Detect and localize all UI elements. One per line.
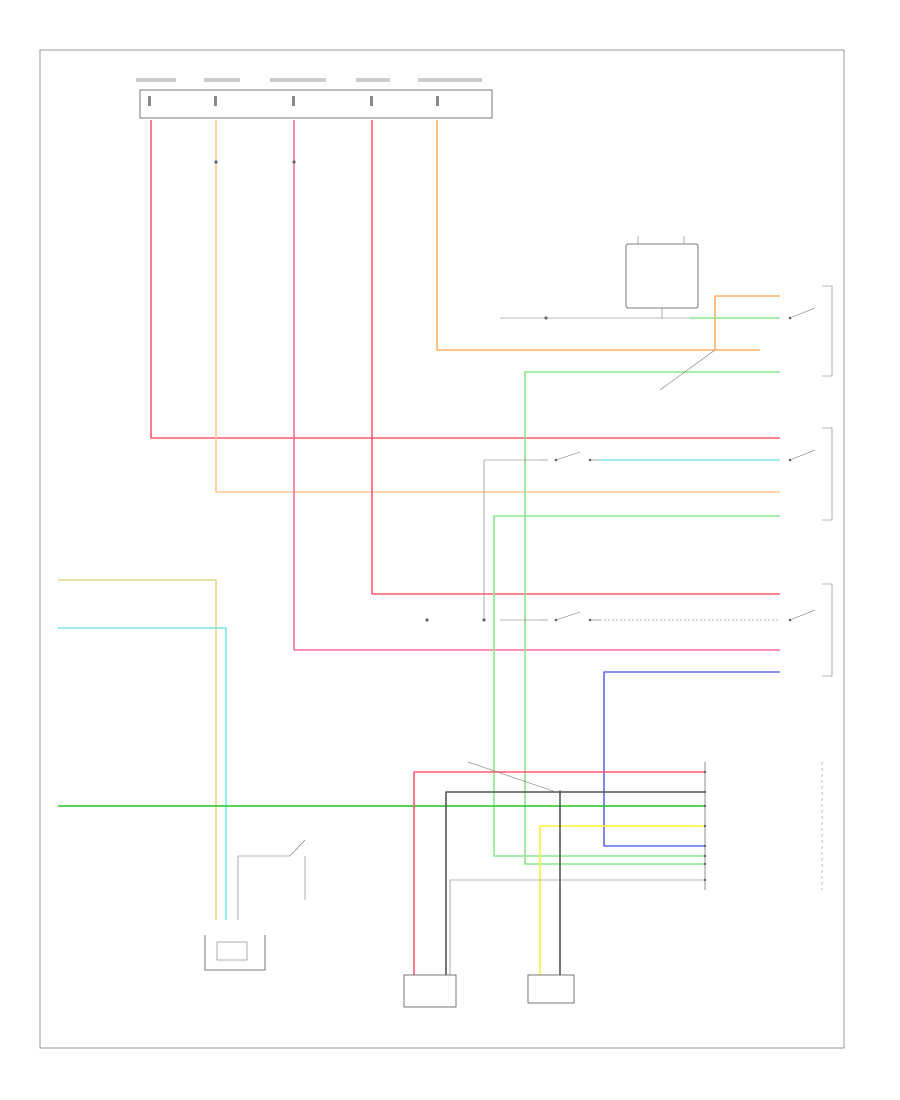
wire-black-sensor (445, 791, 705, 975)
splice-points (214, 160, 562, 794)
leader-line-pcm (467, 761, 557, 793)
fuse-3 (292, 96, 295, 106)
fuse-1 (148, 96, 151, 106)
pcm-pin-8 (703, 878, 707, 882)
sensor-right (527, 974, 575, 1004)
relay-switch-1 (788, 285, 833, 377)
fuse-2 (214, 96, 217, 106)
pcm-pins (703, 770, 707, 882)
wire-switch-left (237, 839, 306, 920)
wire-light-orange (215, 120, 780, 493)
compressor-clutch-box (625, 243, 699, 309)
fuse-5 (436, 96, 439, 106)
sensor-middle-outline (403, 974, 457, 1008)
switch-upper-contact-a (554, 458, 558, 462)
wires (58, 120, 780, 975)
fuse-header-3 (270, 78, 326, 82)
fuse-block (136, 78, 493, 119)
wire-green-relay2-pcm (493, 515, 780, 857)
sensor-middle (403, 974, 457, 1008)
relay-switch-2-blade (789, 449, 816, 461)
relay-switch-3-bracket (822, 583, 833, 677)
relay-switch-3-pivot (788, 618, 792, 622)
pcm-pin-2 (703, 790, 707, 794)
wire-red-main (150, 120, 780, 439)
splice-2 (292, 160, 296, 164)
wire-red-sensor (413, 771, 705, 975)
splice-1 (214, 160, 218, 164)
wire-orange-relay1-upper (714, 295, 780, 350)
wire-gray-sensor (449, 879, 705, 975)
fuse-header-1 (136, 78, 176, 82)
fuse-headers (136, 78, 482, 82)
relay-switch-2 (788, 427, 833, 521)
relay-switch-3-blade (789, 609, 816, 621)
pcm-pin-3 (703, 804, 707, 808)
wire-orange-relay1 (436, 120, 760, 351)
sensor-left-element (216, 941, 248, 961)
fuse-header-2 (204, 78, 240, 82)
sensor-right-outline (527, 974, 575, 1004)
compressor-clutch (625, 236, 699, 318)
splice-6 (558, 790, 562, 794)
fuse-4 (370, 96, 373, 106)
diagram-frame (39, 49, 845, 1049)
leader-line-relay1 (659, 349, 716, 391)
inline-switches (500, 317, 690, 622)
wire-pink (293, 120, 780, 651)
splice-4 (482, 618, 486, 622)
pcm-pin-5 (703, 844, 707, 848)
wire-blue (603, 671, 780, 847)
wire-yellow-sensor (539, 825, 705, 975)
wire-tan-sensor (58, 579, 217, 920)
relay-switch-2-pivot (788, 458, 792, 462)
pcm-pin-1 (703, 770, 707, 774)
fuse-elements (148, 96, 439, 106)
sensor-left-outline (204, 935, 266, 971)
wire-green-relay1-pcm (524, 371, 780, 865)
sensor-left (204, 935, 266, 971)
relay-switch-1-bracket (822, 285, 833, 377)
relay-switch-1-blade (789, 307, 816, 319)
relay-switches (788, 285, 833, 677)
switch-lower-blade (555, 611, 581, 621)
pcm-pin-7 (703, 862, 707, 866)
fuse-block-outline (139, 89, 493, 119)
fuse-header-4 (356, 78, 390, 82)
fuse-header-5 (418, 78, 482, 82)
wire-cyan-sensor (58, 627, 227, 920)
pcm-pin-4 (703, 824, 707, 828)
pcm (703, 762, 823, 890)
switch-upper-blade (555, 451, 581, 461)
wire-red-relay3 (371, 120, 780, 595)
relay-switch-2-bracket (822, 427, 833, 521)
wire-gray-switch-link (483, 459, 540, 620)
pcm-pin-6 (703, 854, 707, 858)
relay-switch-3 (788, 583, 833, 677)
splice-5 (425, 618, 429, 622)
switch-lower-contact-a (554, 618, 558, 622)
relay-switch-1-pivot (788, 316, 792, 320)
